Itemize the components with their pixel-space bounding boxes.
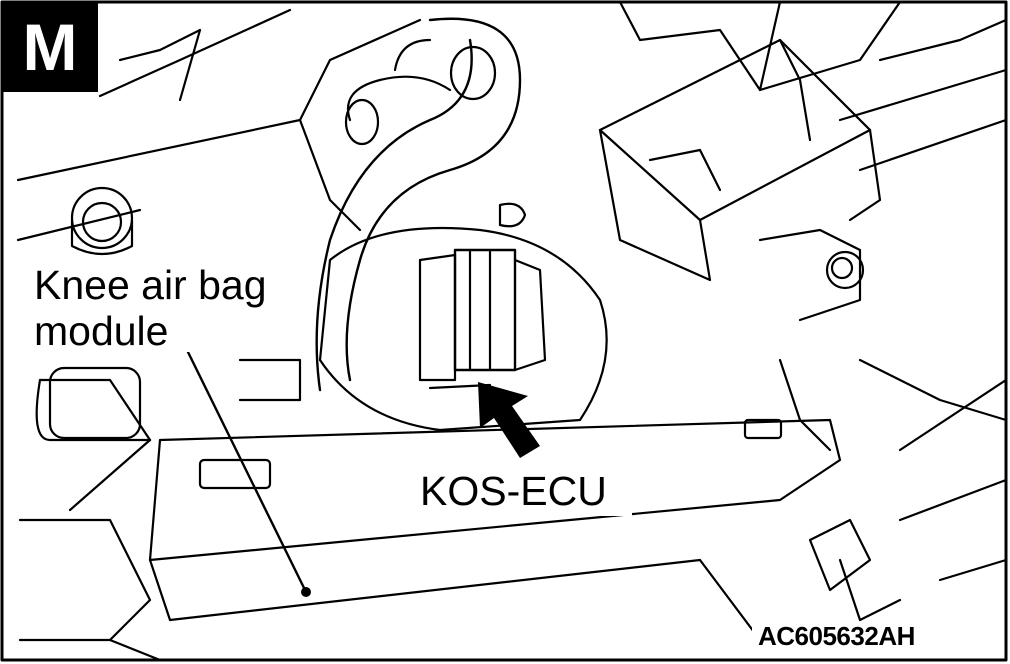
kos-ecu-arrow: [478, 382, 540, 458]
kos-ecu-label: KOS-ECU: [420, 468, 607, 514]
left-knob: [70, 186, 134, 250]
wire-harness: [345, 17, 522, 382]
knee-label-line2: module: [34, 308, 169, 354]
knee-label-line1: Knee air bag: [34, 262, 267, 308]
dash-panel-edge: [16, 18, 422, 182]
left-vent: [48, 366, 142, 440]
knee-leader-line: [184, 347, 308, 593]
knee-air-bag-label: Knee air bag module: [34, 262, 267, 354]
section-badge: M: [2, 2, 98, 92]
knee-leader-dot: [301, 587, 311, 597]
right-bolt: [825, 250, 865, 290]
upper-bracket: [618, 0, 782, 92]
figure-code: AC605632AH: [758, 621, 915, 651]
module-box: [598, 38, 872, 222]
knee-panel: [148, 418, 842, 562]
dash-top-line: [98, 8, 292, 98]
ecu-opening: [318, 226, 608, 432]
kos-ecu-connector: [453, 248, 517, 372]
